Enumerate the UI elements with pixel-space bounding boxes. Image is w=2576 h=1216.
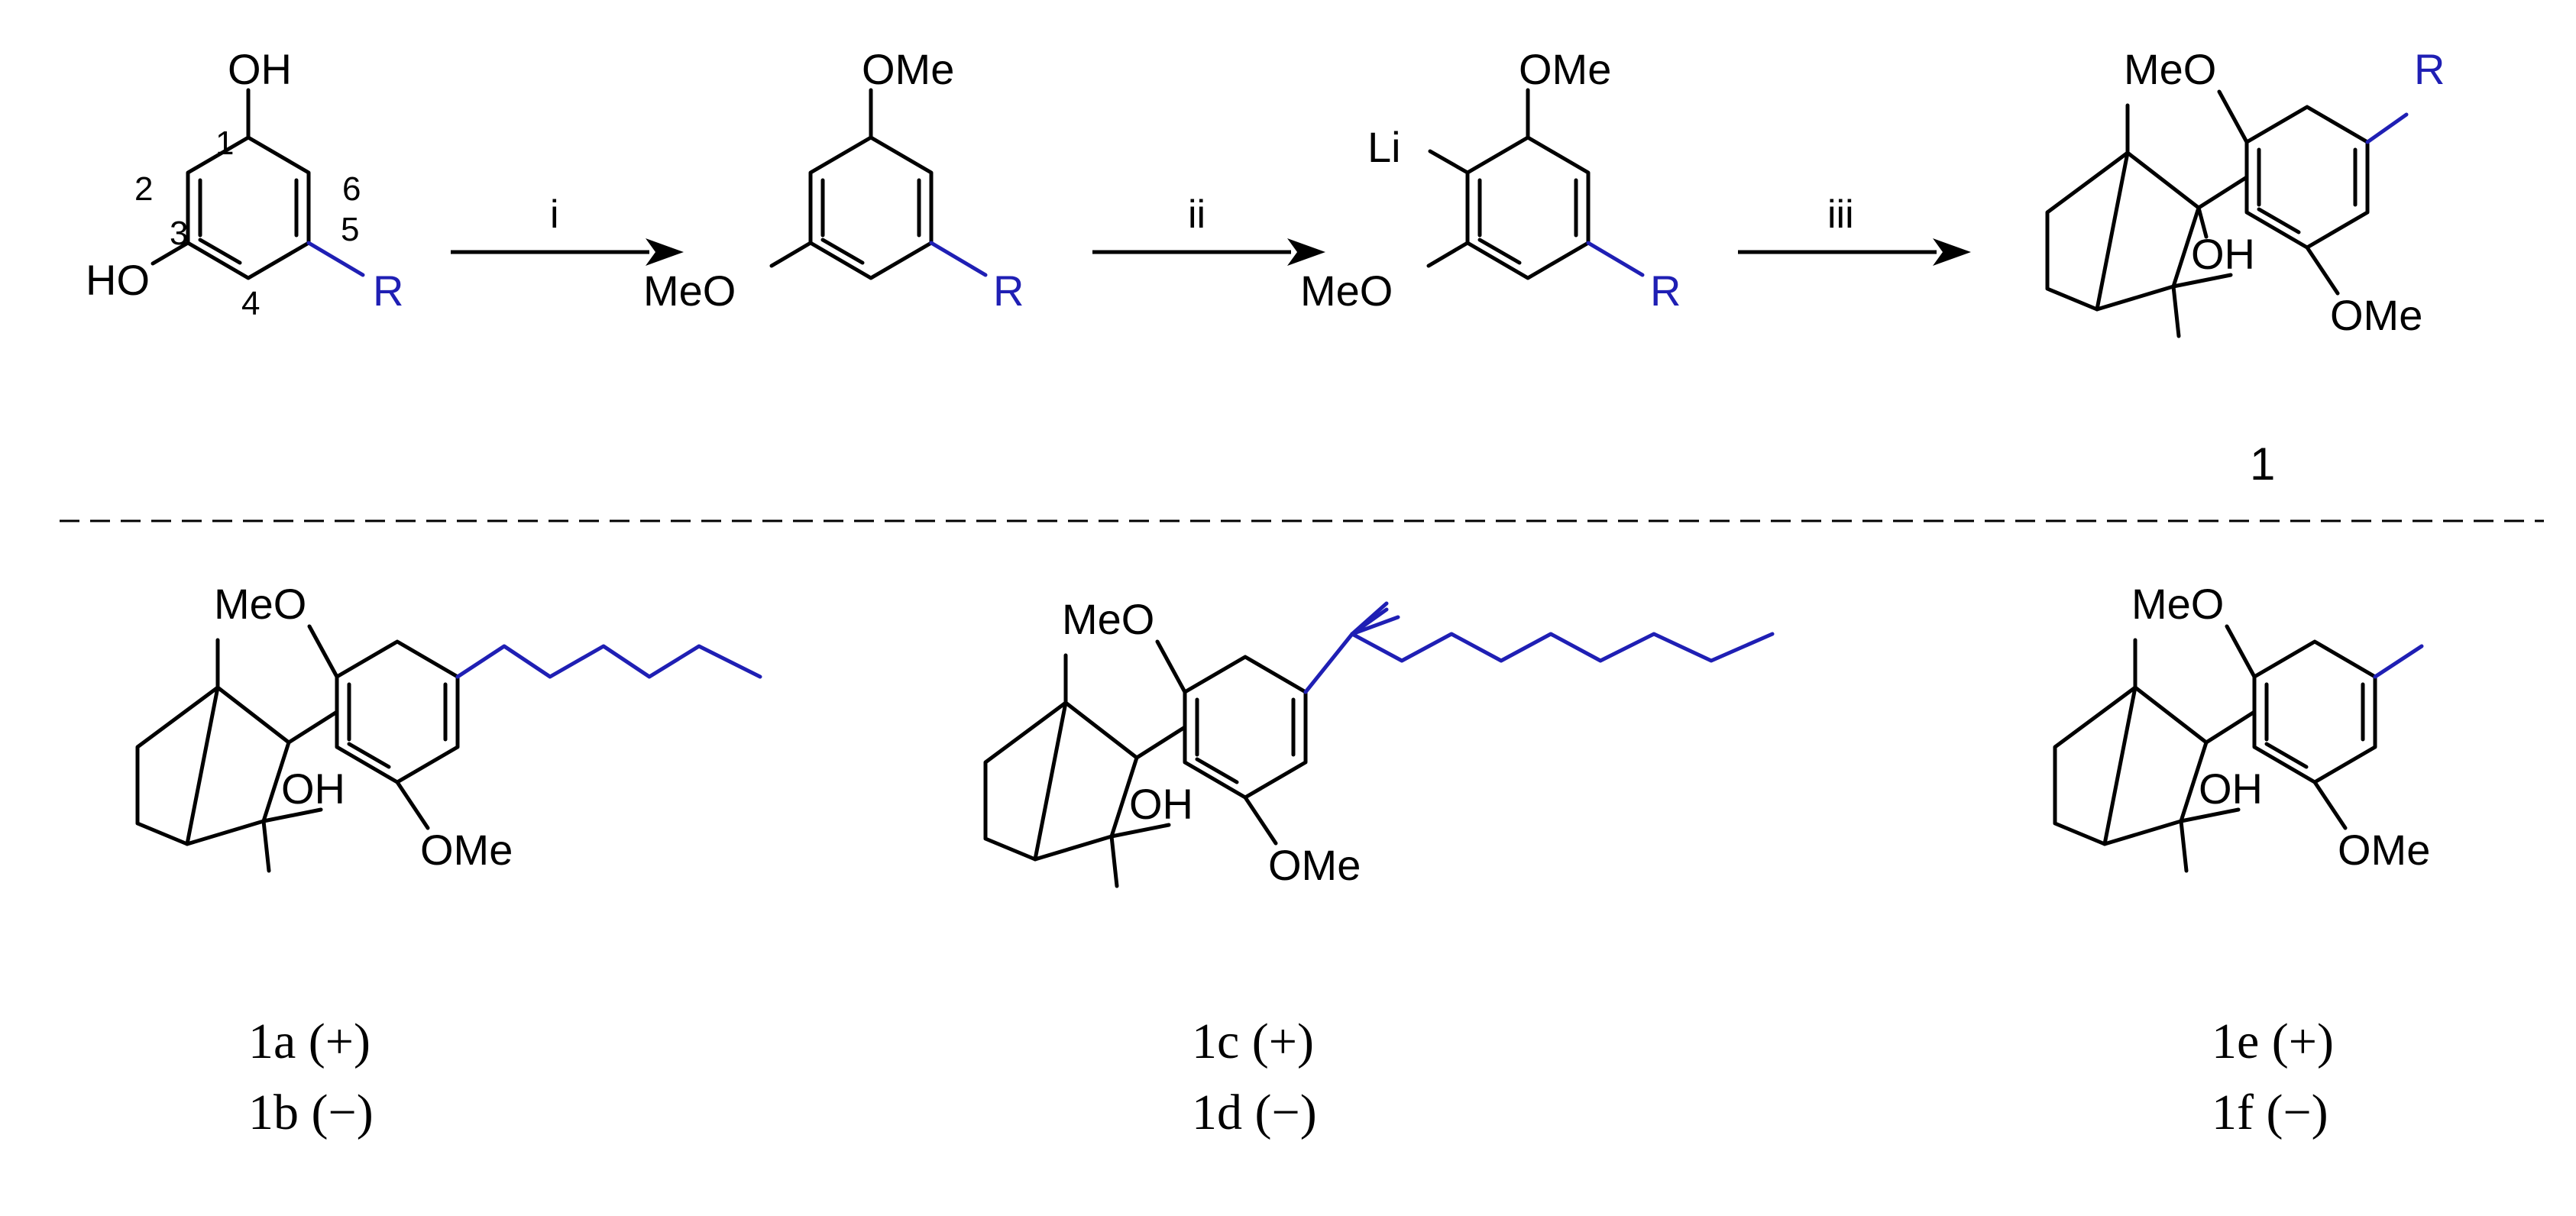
product-methyl: MeO OH OMe 1e (+) 1f (−) <box>2053 580 2430 1140</box>
methoxy-label: OMe <box>420 826 513 874</box>
hydroxyl-label: OH <box>2191 230 2255 278</box>
methoxy-label: OMe <box>1268 841 1361 889</box>
step-label: i <box>550 192 559 237</box>
r-group-label: R <box>2414 45 2445 93</box>
reaction-arrow-ii: ii <box>1092 192 1325 266</box>
ring-position-number: 4 <box>241 285 260 322</box>
methoxy-label: MeO <box>1300 267 1393 315</box>
compound-label-1f: 1f (−) <box>2212 1085 2328 1140</box>
ring-position-number: 3 <box>170 215 188 252</box>
ring-position-number: 5 <box>341 211 359 248</box>
lithiated-intermediate: OMe Li MeO R <box>1300 45 1681 315</box>
methoxy-label: OMe <box>862 45 954 93</box>
hydroxyl-label: OH <box>1129 780 1193 828</box>
dimethoxy-intermediate: OMe MeO R <box>643 45 1024 315</box>
methoxy-label: MeO <box>214 580 306 628</box>
hydroxyl-label: OH <box>281 765 345 813</box>
hydroxyl-label: HO <box>86 256 150 304</box>
r-group-label: R <box>993 267 1024 315</box>
step-label: iii <box>1827 192 1854 237</box>
methoxy-label: MeO <box>643 267 736 315</box>
ring-position-number: 2 <box>134 170 153 208</box>
step-label: ii <box>1188 192 1205 237</box>
r-group-label: R <box>1650 267 1681 315</box>
hydroxyl-label: OH <box>2199 765 2263 813</box>
ring-position-number: 1 <box>215 125 234 162</box>
compound-label-1c: 1c (+) <box>1192 1014 1314 1069</box>
methoxy-label: MeO <box>2124 45 2216 93</box>
starting-resorcinol: OH HO R 1 2 3 4 5 6 <box>86 45 403 322</box>
compound-label-1b: 1b (−) <box>248 1085 374 1140</box>
methoxy-label: MeO <box>1062 595 1154 643</box>
compound-label-1e: 1e (+) <box>2212 1014 2334 1069</box>
compound-number: 1 <box>2250 438 2275 490</box>
reaction-arrow-iii: iii <box>1738 192 1971 266</box>
product-pentyl: MeO OH OMe 1a (+) 1b (−) <box>135 580 762 1140</box>
compound-label-1d: 1d (−) <box>1192 1085 1317 1140</box>
reaction-arrow-i: i <box>451 192 684 266</box>
lithium-label: Li <box>1367 123 1401 171</box>
methoxy-label: OMe <box>2330 291 2422 339</box>
methoxy-label: MeO <box>2131 580 2224 628</box>
ring-position-number: 6 <box>342 170 361 208</box>
product-dimethylheptyl: MeO OH OMe 1c (+) 1d (−) <box>983 595 1775 1140</box>
r-group-label: R <box>373 267 403 315</box>
compound-label-1a: 1a (+) <box>248 1014 371 1069</box>
methoxy-label: OMe <box>1519 45 1611 93</box>
general-product-1: MeO OH OMe R 1 <box>2045 45 2445 490</box>
hydroxyl-label: OH <box>228 45 292 93</box>
methoxy-label: OMe <box>2338 826 2430 874</box>
